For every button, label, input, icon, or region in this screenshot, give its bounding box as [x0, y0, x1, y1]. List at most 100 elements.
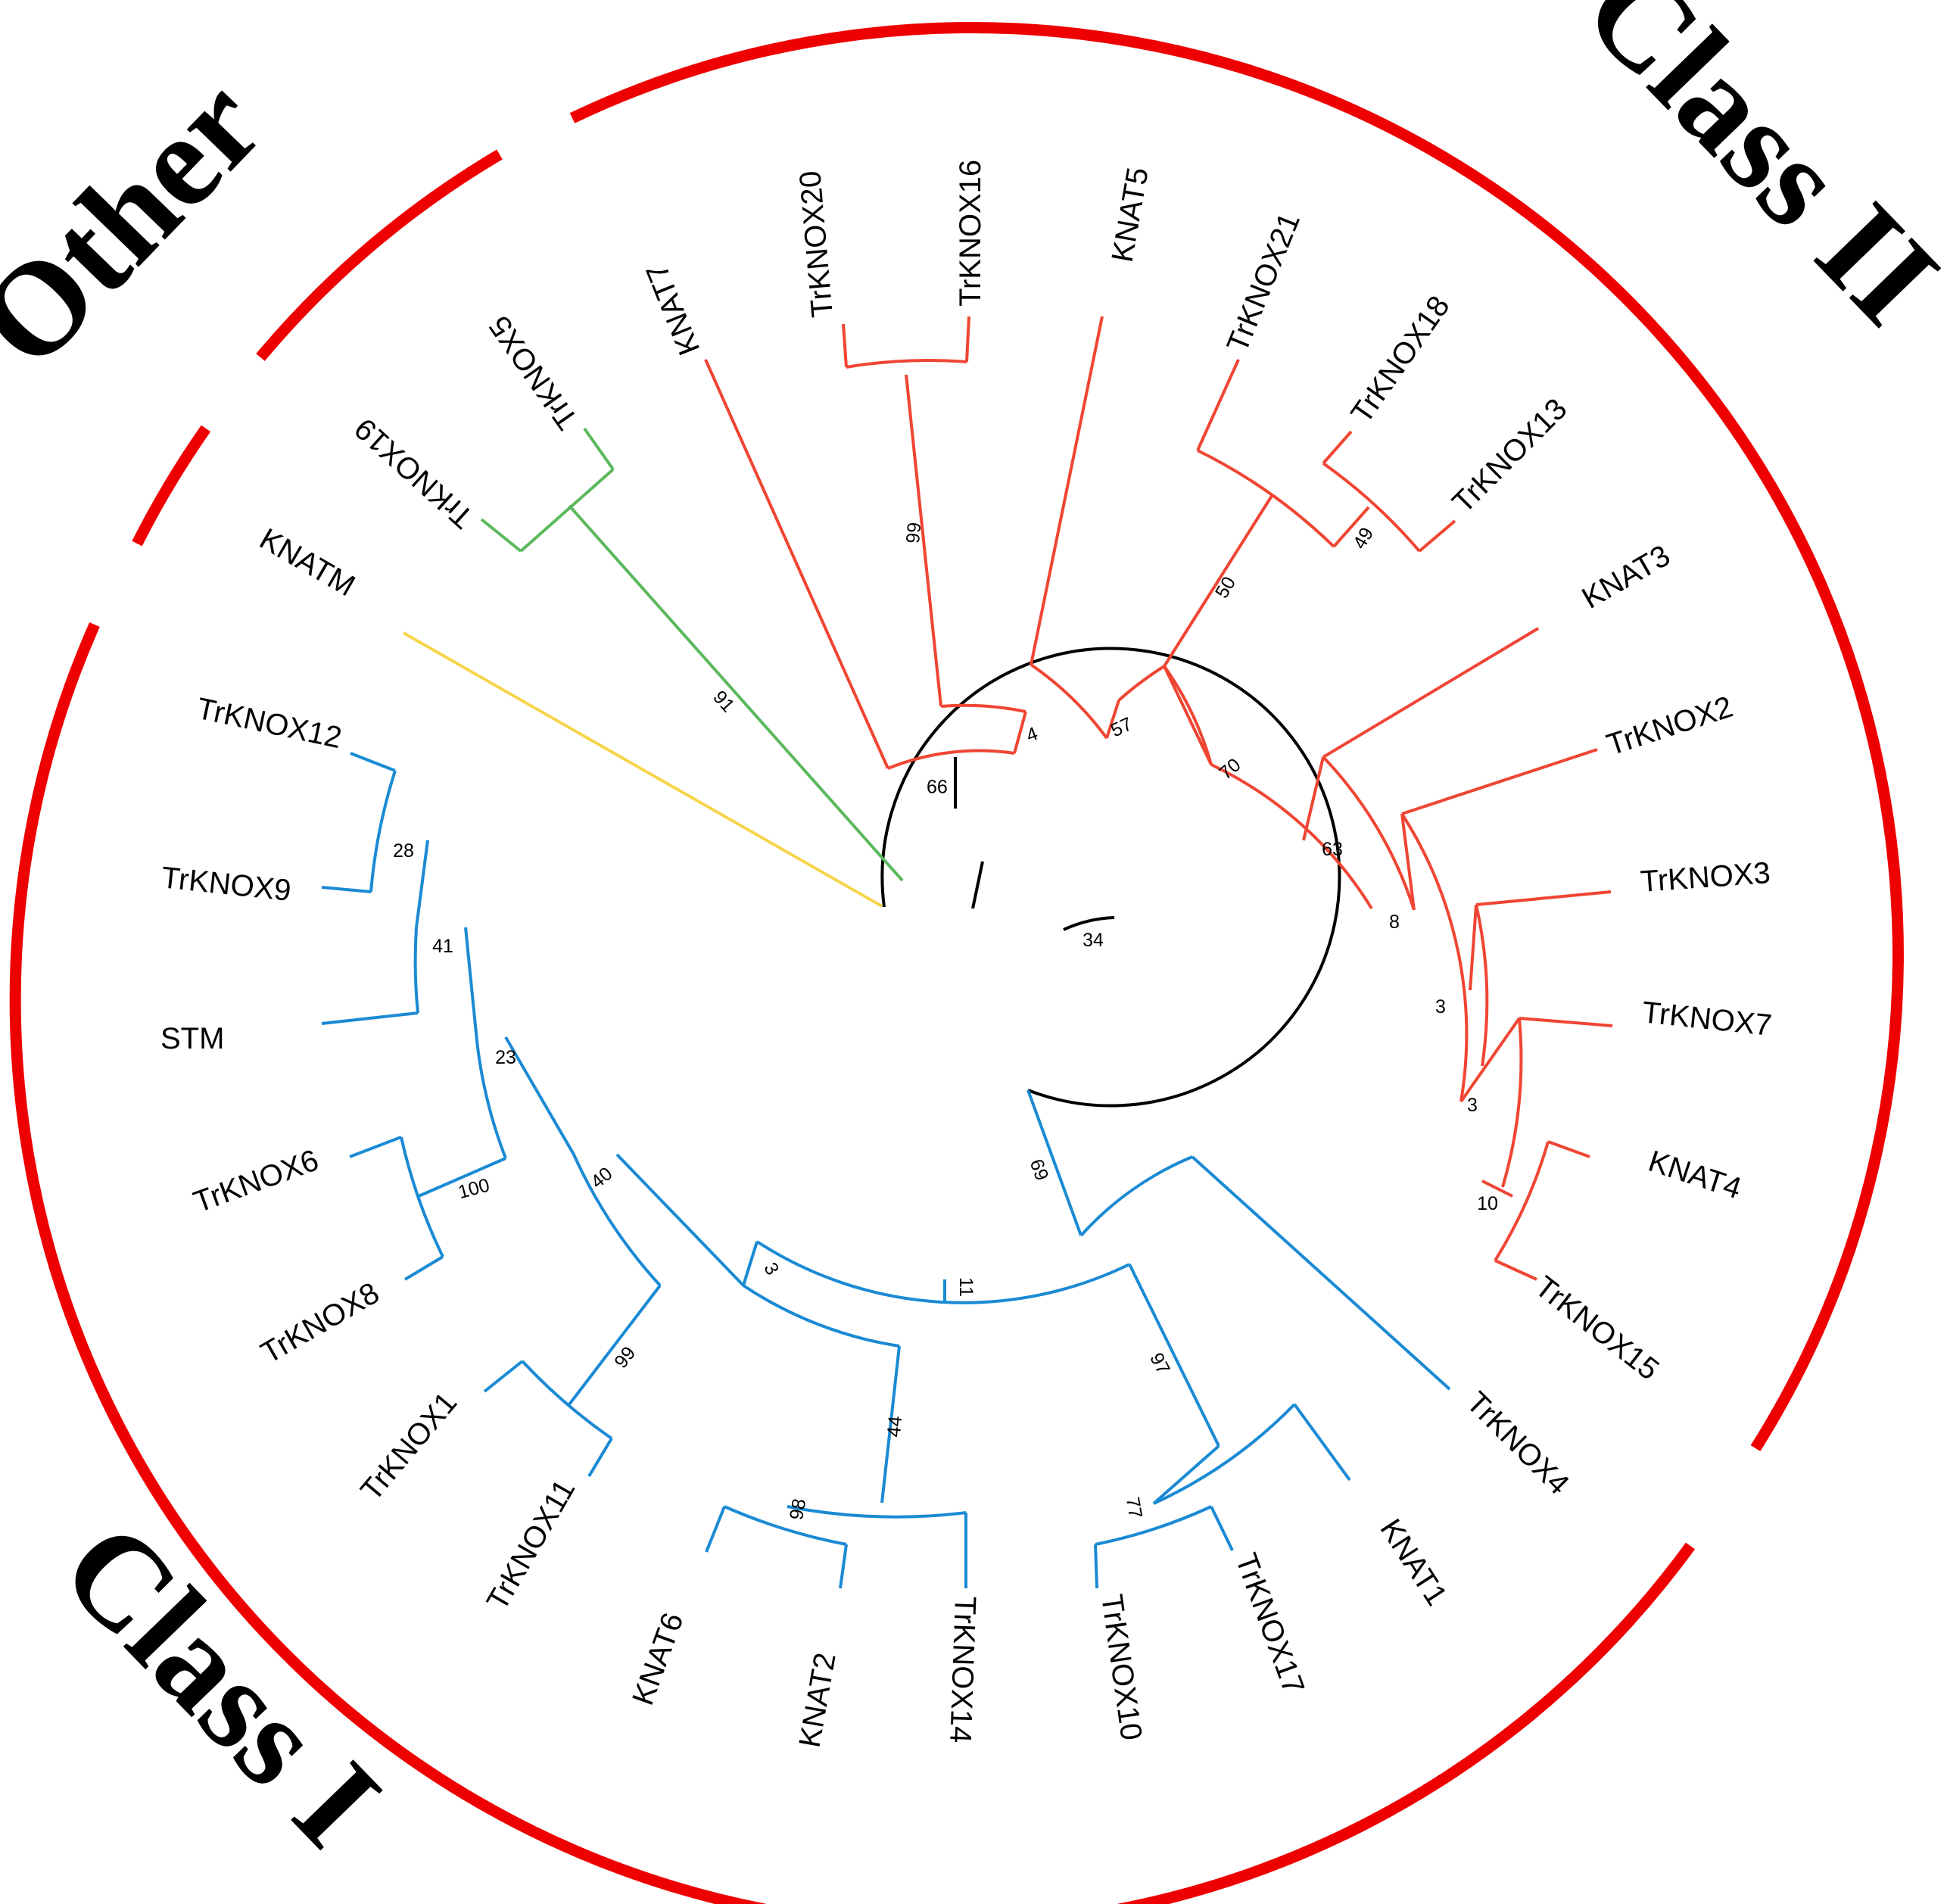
- branch-TrKNOX13: [1418, 519, 1456, 553]
- knatm-branch: [403, 631, 883, 908]
- branch-TrKNOX15: [1494, 1259, 1537, 1281]
- branch-TrKNOX21: [1196, 359, 1240, 451]
- bootstrap-label: 63: [1322, 839, 1343, 860]
- ii-arc-8: [1400, 812, 1469, 1102]
- leaf-label-TrKNOX14: TrKNOX14: [943, 1596, 982, 1744]
- leaf-label-KNAT3: KNAT3: [1577, 539, 1676, 615]
- ii-arc-3a: [1475, 904, 1489, 1067]
- leaf-label-KNAT7: KNAT7: [640, 259, 706, 360]
- branch-TrKNOX2: [1401, 748, 1598, 815]
- branch-KNAT4: [1547, 1140, 1590, 1158]
- i-arc-97: [1153, 1403, 1296, 1505]
- leaf-label-TrKNOX1: TrKNOX1: [354, 1386, 463, 1507]
- ii-node-10-stem: [1481, 1179, 1513, 1198]
- leaf-label-TrKNOX16: TrKNOX16: [954, 160, 987, 307]
- i-arc-69: [1079, 1155, 1193, 1237]
- branch-TrKNOX8: [403, 1255, 444, 1281]
- branch-TrKNOX17: [1210, 1506, 1234, 1551]
- leaf-label-TrKNOX20: TrKNOX20: [793, 170, 840, 319]
- leaf-label-TrKNOX9: TrKNOX9: [160, 861, 293, 908]
- branch-KNAT6: [705, 1506, 726, 1553]
- i-arc-28: [369, 770, 397, 893]
- branch-TrKNOX20: [842, 323, 848, 368]
- branch-TrKNOX4: [1191, 1155, 1451, 1391]
- leaf-label-TrKNOX12: TrKNOX12: [194, 692, 344, 755]
- i-node-23-stem: [504, 1036, 575, 1156]
- leaf-label-KNAT6: KNAT6: [626, 1609, 690, 1709]
- bootstrap-label: 3: [759, 1259, 783, 1279]
- leaf-label-TrKNOX13: TrKNOX13: [1446, 392, 1573, 519]
- ii-knat7-branch: [704, 359, 889, 769]
- bootstrap-label: 99: [927, 775, 948, 796]
- ii-arc-57: [1030, 663, 1108, 740]
- inner-class-ii-arc: [1063, 916, 1115, 931]
- bootstrap-label: 4: [1023, 723, 1041, 746]
- ii-arc-70: [1163, 665, 1213, 765]
- leaf-labels: TrKNOX5 TrKNOX19 KNATM KNAT7 TrKNOX20 Tr…: [160, 160, 1774, 1750]
- class-i-label: Class I: [34, 1494, 408, 1874]
- bootstrap-label: 41: [432, 936, 453, 957]
- leaf-label-TrKNOX15: TrKNOX15: [1528, 1270, 1665, 1386]
- leaf-label-TrKNOX2: TrKNOX2: [1603, 690, 1737, 762]
- i-arc-40: [572, 1154, 662, 1287]
- branch-TrKNOX7: [1519, 1017, 1613, 1027]
- i-node-44-stem: [880, 1345, 901, 1504]
- bootstrap-label: 34: [1083, 930, 1104, 951]
- root-branches: [880, 647, 1341, 1108]
- bootstrap-values: 91 99 66 4 57 50 49 70 63 8 3 3 10 34 69…: [393, 522, 1498, 1522]
- ii-node-57-stem: [1105, 700, 1120, 739]
- bootstrap-label: 3: [1467, 1095, 1478, 1116]
- root-arc: [880, 647, 1341, 1108]
- branch-KNAT5: [1030, 316, 1104, 665]
- branch-TrKNOX6: [349, 1136, 402, 1158]
- branch-TrKNOX3: [1475, 890, 1612, 906]
- ii-arc-4: [940, 703, 1026, 713]
- other-arc-upper: [256, 149, 503, 361]
- ii-node-49-stem: [1332, 506, 1370, 548]
- i-arc-98: [724, 1505, 847, 1546]
- branch-TrKNOX5: [583, 427, 615, 471]
- bootstrap-label: 97: [1145, 1349, 1174, 1378]
- leaf-label-TrKNOX3: TrKNOX3: [1640, 856, 1772, 899]
- bootstrap-label: 3: [1435, 996, 1446, 1017]
- bootstrap-label: 28: [393, 840, 414, 862]
- bootstrap-label: 11: [955, 1277, 977, 1297]
- other-clade-branches: [480, 427, 904, 882]
- leaf-label-TrKNOX4: TrKNOX4: [1460, 1385, 1576, 1501]
- leaf-label-KNAT2: KNAT2: [793, 1650, 843, 1750]
- i-arc-100: [400, 1136, 444, 1257]
- other-split: [519, 468, 615, 553]
- ii-node-8-stem: [1400, 813, 1416, 911]
- ii-knat3-split: [1322, 627, 1540, 759]
- branch-KNATM: [403, 631, 883, 908]
- leaf-label-TrKNOX7: TrKNOX7: [1640, 996, 1774, 1042]
- i-node-41-stem: [464, 927, 478, 1042]
- i-arc-41: [413, 927, 419, 1014]
- leaf-label-TrKNOX17: TrKNOX17: [1229, 1549, 1311, 1698]
- i-arc-44: [787, 1505, 967, 1519]
- branch-KNAT1: [1293, 1403, 1351, 1482]
- bootstrap-label: 77: [1122, 1495, 1146, 1519]
- leaf-label-STM: STM: [160, 1022, 224, 1055]
- ii-arc-3b: [1501, 1017, 1523, 1188]
- i-node-99-stem: [568, 1284, 662, 1406]
- other-stem: [568, 504, 904, 882]
- i-arc-11: [755, 1240, 1130, 1304]
- branch-TrKNOX11: [587, 1437, 613, 1478]
- branch-TrKNOX16: [965, 316, 970, 363]
- leaf-label-TrKNOX5: TrKNOX5: [483, 310, 585, 435]
- bootstrap-label: 66: [902, 522, 924, 544]
- leaf-label-TrKNOX21: TrKNOX21: [1221, 208, 1307, 357]
- class-arcs: [9, 22, 1904, 1904]
- leaf-label-TrKNOX10: TrKNOX10: [1095, 1592, 1148, 1742]
- leaf-label-TrKNOX8: TrKNOX8: [256, 1276, 385, 1370]
- tree-branches: [321, 316, 1613, 1589]
- ii-arc-inner-70: [1117, 665, 1166, 702]
- i-node-69-stem: [1026, 1089, 1083, 1236]
- bootstrap-label: 23: [495, 1047, 516, 1068]
- branch-TrKNOX10: [1094, 1544, 1098, 1589]
- bootstrap-label: 98: [786, 1497, 810, 1521]
- i-node-40-stem: [615, 1153, 745, 1287]
- leaf-label-TrKNOX6: TrKNOX6: [189, 1143, 323, 1219]
- i-node-77-stem: [1152, 1444, 1220, 1505]
